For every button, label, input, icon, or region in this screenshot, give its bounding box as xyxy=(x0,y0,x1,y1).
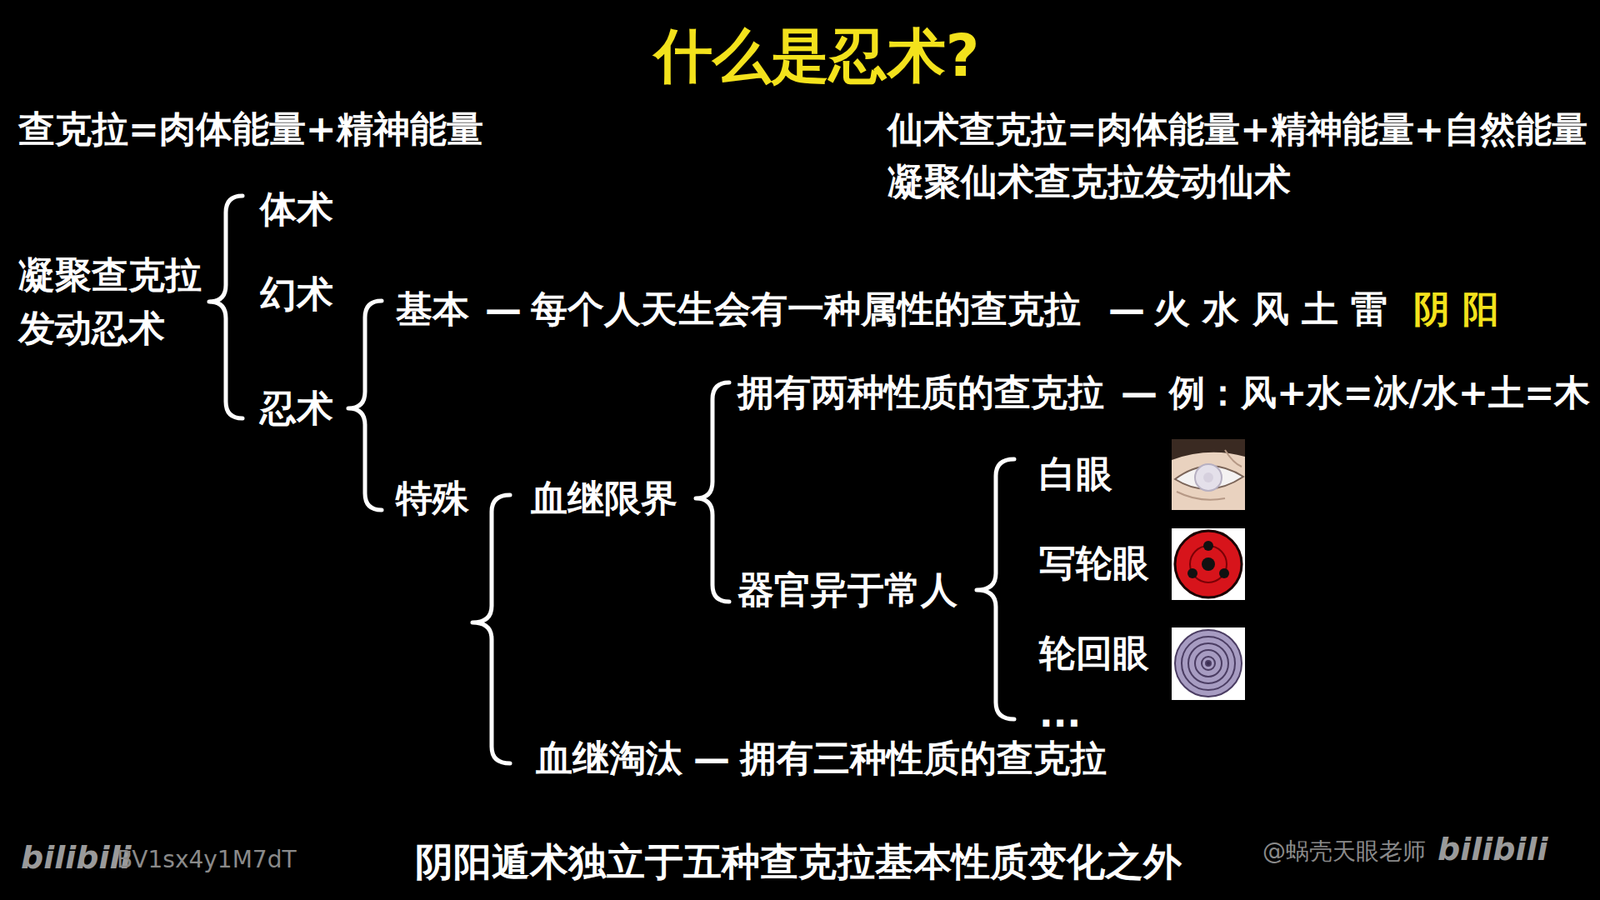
example-text: 例：风+水=冰/水+土=木 xyxy=(1169,370,1590,415)
formula-text: 仙术查克拉=肉体能量+精神能量+自然能量 xyxy=(887,107,1588,151)
description: 拥有三种性质的查克拉 xyxy=(740,736,1107,781)
branch-label: 器官异于常人 xyxy=(737,568,958,613)
note-text: 凝聚仙术查克拉发动仙术 xyxy=(887,160,1291,205)
branch-label: 基本 xyxy=(395,287,470,332)
watermark-logo: bilibili xyxy=(1437,830,1549,870)
sharingan-image xyxy=(1171,528,1245,600)
branch-label: 血继限界 xyxy=(530,476,678,521)
dash: — xyxy=(1120,370,1158,415)
watermark: BV1sx4y1M7dT xyxy=(116,845,297,875)
branch-label: 血继淘汰 xyxy=(535,736,683,781)
branch-label: 特殊 xyxy=(395,476,470,521)
leaf-label: 白眼 xyxy=(1039,452,1113,497)
description: 每个人天生会有一种属性的查克拉 xyxy=(530,287,1081,332)
branch-label: 体术 xyxy=(260,187,334,232)
element-highlight: 阴 阳 xyxy=(1413,287,1500,332)
element-list: 火 水 风 土 雷 xyxy=(1153,287,1388,332)
branch-label: 幻术 xyxy=(260,272,334,317)
leaf-label: 写轮眼 xyxy=(1039,541,1150,586)
rinnegan-image xyxy=(1171,627,1245,700)
curly-brace xyxy=(472,495,510,764)
curly-brace xyxy=(348,300,382,510)
dash: — xyxy=(1108,287,1145,332)
watermark: @蜗壳天眼老师 xyxy=(1262,837,1426,866)
curly-brace xyxy=(695,382,730,602)
title: 什么是忍术? xyxy=(654,20,980,91)
curly-brace xyxy=(976,459,1015,720)
formula-text: 查克拉=肉体能量+精神能量 xyxy=(18,107,484,152)
dash: — xyxy=(693,736,730,781)
watermark-logo: bilibili xyxy=(20,839,132,878)
leaf-label: 轮回眼 xyxy=(1039,631,1150,676)
branch-label: 拥有两种性质的查克拉 xyxy=(737,370,1105,415)
branch-label: 忍术 xyxy=(260,386,334,431)
caption: 阴阳遁术独立于五种查克拉基本性质变化之外 xyxy=(415,839,1182,885)
curly-brace xyxy=(209,195,243,419)
ellipsis: ... xyxy=(1039,692,1081,737)
root-label: 凝聚查克拉 发动忍术 xyxy=(18,248,213,355)
byakugan-image xyxy=(1171,439,1245,510)
dash: — xyxy=(485,287,522,332)
